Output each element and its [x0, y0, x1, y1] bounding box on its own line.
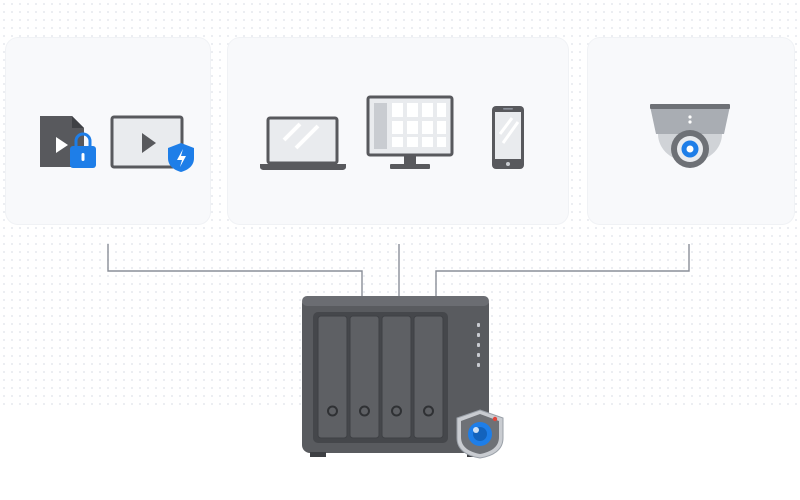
secure-video-player-icon: [110, 115, 194, 172]
connector-left: [107, 244, 363, 296]
connector-right: [435, 244, 690, 296]
nas-drive-bay: [317, 315, 348, 439]
smartphone-icon: [492, 106, 524, 169]
nas-drive-bay: [381, 315, 412, 439]
nas-drive-bay: [349, 315, 380, 439]
laptop-icon: [260, 116, 346, 170]
connector-lines: [107, 244, 690, 296]
nas-drive-bay: [413, 315, 444, 439]
dome-camera-icon: [650, 104, 730, 168]
locked-video-file-icon: [40, 116, 96, 168]
monitor-icon: [366, 95, 454, 169]
nas-status-leds: [477, 323, 480, 367]
nas-device: [302, 296, 489, 457]
surveillance-camera-badge-icon: [456, 409, 504, 459]
